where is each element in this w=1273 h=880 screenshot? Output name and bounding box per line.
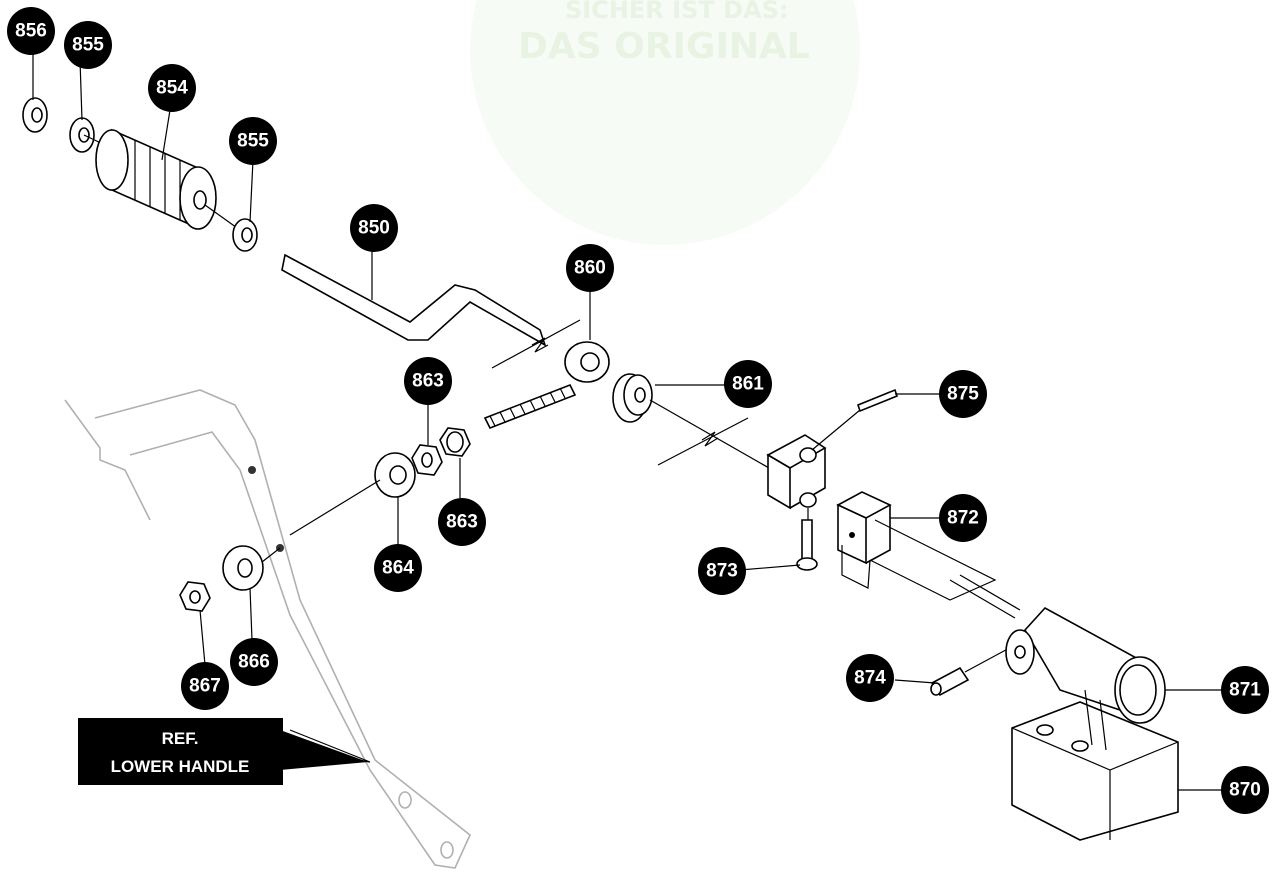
reference-label-line2: LOWER HANDLE bbox=[111, 757, 250, 776]
washer-864 bbox=[374, 452, 416, 498]
callout-863-bottom-label: 863 bbox=[446, 512, 478, 533]
watermark-line2: DAS ORIGINAL bbox=[518, 26, 810, 67]
callout-860: 860 bbox=[566, 244, 614, 292]
callout-874: 874 bbox=[846, 654, 894, 702]
nut-863-right bbox=[439, 427, 471, 457]
callout-864: 864 bbox=[374, 544, 422, 592]
callout-870-label: 870 bbox=[1229, 780, 1261, 801]
eye-bolt-860 bbox=[483, 341, 610, 430]
reference-label-line1: REF. bbox=[162, 729, 199, 748]
callout-855-left: 855 bbox=[64, 21, 112, 69]
washer-855-left bbox=[69, 117, 95, 153]
callout-863-top-label: 863 bbox=[412, 371, 444, 392]
callout-854-label: 854 bbox=[156, 78, 188, 99]
nut-863-left bbox=[411, 444, 443, 476]
grommet-861 bbox=[612, 373, 653, 423]
leader-lines bbox=[32, 40, 1232, 791]
base-bracket-870 bbox=[1011, 701, 1179, 841]
callout-855-right: 855 bbox=[229, 117, 277, 165]
callout-867: 867 bbox=[181, 662, 229, 710]
callout-863-top: 863 bbox=[404, 357, 452, 405]
nut-867 bbox=[179, 581, 211, 612]
callout-854: 854 bbox=[148, 64, 196, 112]
callout-856-label: 856 bbox=[15, 21, 47, 42]
callout-874-label: 874 bbox=[854, 668, 886, 689]
callout-872: 872 bbox=[939, 494, 987, 542]
callout-855-left-label: 855 bbox=[72, 35, 104, 56]
rod-850 bbox=[281, 253, 581, 369]
callout-861-label: 861 bbox=[732, 374, 764, 395]
callout-867-label: 867 bbox=[189, 676, 221, 697]
callout-864-label: 864 bbox=[382, 558, 414, 579]
callout-871-label: 871 bbox=[1229, 680, 1261, 701]
callout-863-bottom: 863 bbox=[438, 498, 486, 546]
callout-873: 873 bbox=[698, 547, 746, 595]
roller-854 bbox=[95, 128, 217, 230]
bolt-873 bbox=[796, 519, 818, 571]
callout-871: 871 bbox=[1221, 666, 1269, 714]
washer-856 bbox=[22, 97, 48, 133]
watermark-line1: SICHER IST DAS: bbox=[565, 0, 788, 24]
reference-label: REF. LOWER HANDLE bbox=[78, 718, 368, 785]
cylinder-871 bbox=[1005, 606, 1166, 751]
washer-855-right bbox=[232, 218, 258, 252]
callout-872-label: 872 bbox=[947, 508, 979, 529]
block-872 bbox=[836, 491, 892, 565]
callout-866-label: 866 bbox=[238, 652, 270, 673]
callout-866: 866 bbox=[230, 638, 278, 686]
callout-855-right-label: 855 bbox=[237, 131, 269, 152]
callout-850: 850 bbox=[350, 204, 398, 252]
washer-866 bbox=[222, 545, 264, 591]
callout-850-label: 850 bbox=[358, 218, 390, 239]
callout-856: 856 bbox=[7, 7, 55, 55]
pin-875 bbox=[857, 388, 898, 413]
watermark: SICHER IST DAS: DAS ORIGINAL bbox=[470, 0, 860, 245]
clevis-bracket bbox=[766, 434, 827, 510]
callout-875-label: 875 bbox=[947, 384, 979, 405]
pin-874 bbox=[930, 666, 970, 697]
lower-handle-reference bbox=[64, 389, 471, 869]
callout-870: 870 bbox=[1221, 766, 1269, 814]
callout-875: 875 bbox=[939, 370, 987, 418]
callout-873-label: 873 bbox=[706, 561, 738, 582]
callout-860-label: 860 bbox=[574, 258, 606, 279]
callout-861: 861 bbox=[724, 360, 772, 408]
